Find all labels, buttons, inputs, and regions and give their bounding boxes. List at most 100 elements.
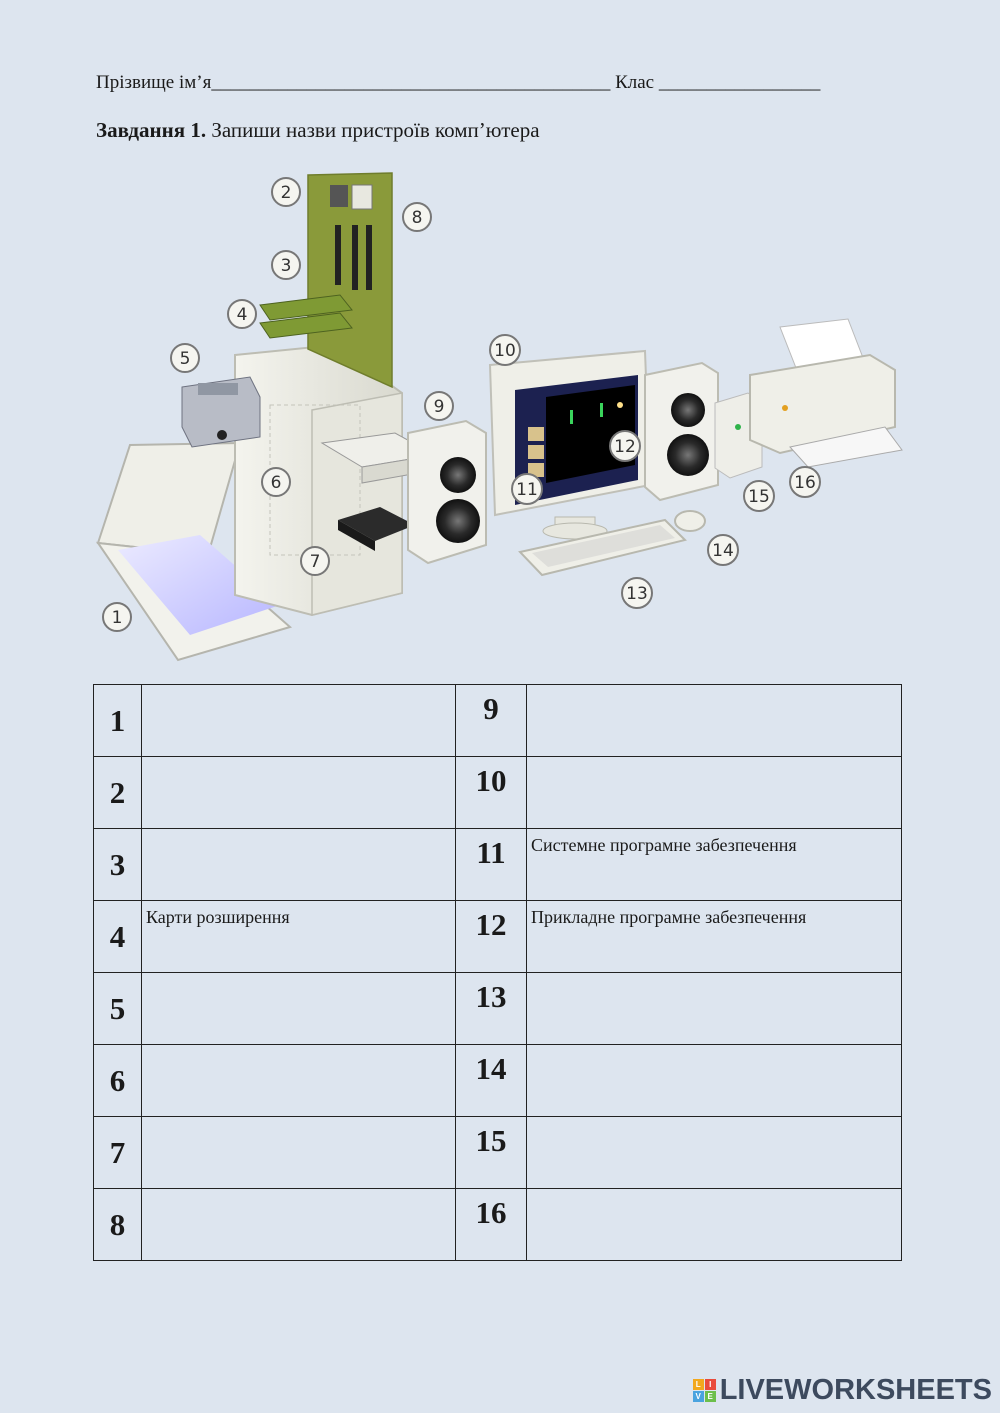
callout-10: 10 xyxy=(489,334,521,366)
logo-letter-tile: I xyxy=(704,1379,716,1390)
left-number-cell: 1 xyxy=(93,684,142,757)
right-answer-cell[interactable]: Системне програмне забезпечення xyxy=(526,828,902,901)
callout-1: 1 xyxy=(102,602,132,632)
right-number: 16 xyxy=(475,1195,507,1230)
callout-4: 4 xyxy=(227,299,257,329)
left-number-cell: 8 xyxy=(93,1188,142,1261)
svg-text:15: 15 xyxy=(748,487,770,507)
callout-9: 9 xyxy=(424,391,454,421)
left-answer[interactable] xyxy=(142,973,455,979)
svg-text:4: 4 xyxy=(237,305,248,325)
left-answer[interactable] xyxy=(142,1117,455,1123)
callout-14: 14 xyxy=(707,534,739,566)
left-answer-cell[interactable] xyxy=(141,1188,456,1261)
callout-16: 16 xyxy=(789,466,821,498)
right-answer-cell[interactable] xyxy=(526,1044,902,1117)
left-number: 6 xyxy=(109,1062,126,1098)
speaker-right-icon xyxy=(644,361,719,502)
left-answer-cell[interactable] xyxy=(141,756,456,829)
callout-7: 7 xyxy=(300,546,330,576)
left-answer-cell[interactable] xyxy=(141,1116,456,1189)
svg-text:2: 2 xyxy=(281,183,292,203)
table-row: 6 14 xyxy=(93,1044,902,1117)
callout-11: 11 xyxy=(511,473,543,505)
svg-text:12: 12 xyxy=(614,437,636,457)
callout-12: 12 xyxy=(609,430,641,462)
right-answer[interactable]: Системне програмне забезпечення xyxy=(531,835,797,855)
left-number-cell: 4 xyxy=(93,900,142,973)
motherboard-icon xyxy=(307,172,393,389)
speaker-left-icon xyxy=(407,419,487,565)
keyboard-icon xyxy=(518,518,687,577)
left-answer[interactable] xyxy=(142,829,455,835)
right-answer[interactable] xyxy=(527,1117,901,1123)
name-label: Прізвище ім’я xyxy=(96,72,212,93)
left-answer[interactable] xyxy=(142,1045,455,1051)
right-number-cell: 10 xyxy=(455,756,527,829)
right-number: 9 xyxy=(483,691,499,726)
left-answer-cell[interactable]: Карти розширення xyxy=(141,900,456,973)
right-number: 13 xyxy=(475,979,507,1014)
svg-text:5: 5 xyxy=(180,349,191,369)
right-answer-cell[interactable] xyxy=(526,684,902,757)
left-number: 5 xyxy=(109,990,126,1026)
left-answer[interactable] xyxy=(142,757,455,763)
name-blank[interactable]: ________________________________________… xyxy=(211,72,611,93)
right-answer-cell[interactable] xyxy=(526,756,902,829)
callout-3: 3 xyxy=(271,250,301,280)
table-row: 2 10 xyxy=(93,756,902,829)
svg-text:11: 11 xyxy=(516,480,538,500)
left-answer-cell[interactable] xyxy=(141,684,456,757)
svg-text:14: 14 xyxy=(712,541,734,561)
callout-8: 8 xyxy=(402,202,432,232)
left-answer-cell[interactable] xyxy=(141,1044,456,1117)
right-number: 11 xyxy=(476,835,506,870)
right-answer-cell[interactable] xyxy=(526,1116,902,1189)
svg-text:16: 16 xyxy=(794,473,816,493)
right-number: 14 xyxy=(475,1051,507,1086)
left-answer[interactable]: Карти розширення xyxy=(146,907,290,927)
right-answer-cell[interactable] xyxy=(526,1188,902,1261)
left-answer[interactable] xyxy=(142,1189,455,1195)
svg-text:10: 10 xyxy=(494,341,516,361)
left-number: 7 xyxy=(109,1134,126,1170)
left-answer-cell[interactable] xyxy=(141,828,456,901)
task-title: Завдання 1. Запиши назви пристроїв комп’… xyxy=(96,118,540,143)
right-answer-cell[interactable] xyxy=(526,972,902,1045)
hard-disk-icon xyxy=(338,507,415,551)
left-answer-cell[interactable] xyxy=(141,972,456,1045)
callout-markers: 1 2 3 4 5 6 7 8 9 10 11 12 13 14 15 16 xyxy=(102,177,821,632)
task-number: Завдання 1. xyxy=(96,118,207,142)
logo-letter-tile: V xyxy=(692,1391,704,1402)
left-number-cell: 6 xyxy=(93,1044,142,1117)
right-answer[interactable] xyxy=(527,685,901,691)
computer-devices-illustration: 1 2 3 4 5 6 7 8 9 10 11 12 13 14 15 16 xyxy=(95,172,903,662)
table-row: 5 13 xyxy=(93,972,902,1045)
class-blank[interactable]: _________________ xyxy=(658,72,821,93)
right-answer[interactable]: Прикладне програмне забезпечення xyxy=(531,907,807,927)
svg-text:9: 9 xyxy=(434,397,445,417)
right-answer-cell[interactable]: Прикладне програмне забезпечення xyxy=(526,900,902,973)
task-instruction: Запиши назви пристроїв комп’ютера xyxy=(211,118,540,142)
right-answer[interactable] xyxy=(527,757,901,763)
svg-text:7: 7 xyxy=(310,552,321,572)
right-number-cell: 12 xyxy=(455,900,527,973)
svg-text:3: 3 xyxy=(281,256,292,276)
right-number: 10 xyxy=(475,763,507,798)
right-answer[interactable] xyxy=(527,1045,901,1051)
right-answer[interactable] xyxy=(527,973,901,979)
power-supply-icon xyxy=(181,376,261,448)
right-answer[interactable] xyxy=(527,1189,901,1195)
callout-2: 2 xyxy=(271,177,301,207)
right-number-cell: 14 xyxy=(455,1044,527,1117)
svg-text:13: 13 xyxy=(626,584,648,604)
right-number-cell: 9 xyxy=(455,684,527,757)
left-number: 2 xyxy=(109,774,126,810)
left-answer[interactable] xyxy=(142,685,455,691)
